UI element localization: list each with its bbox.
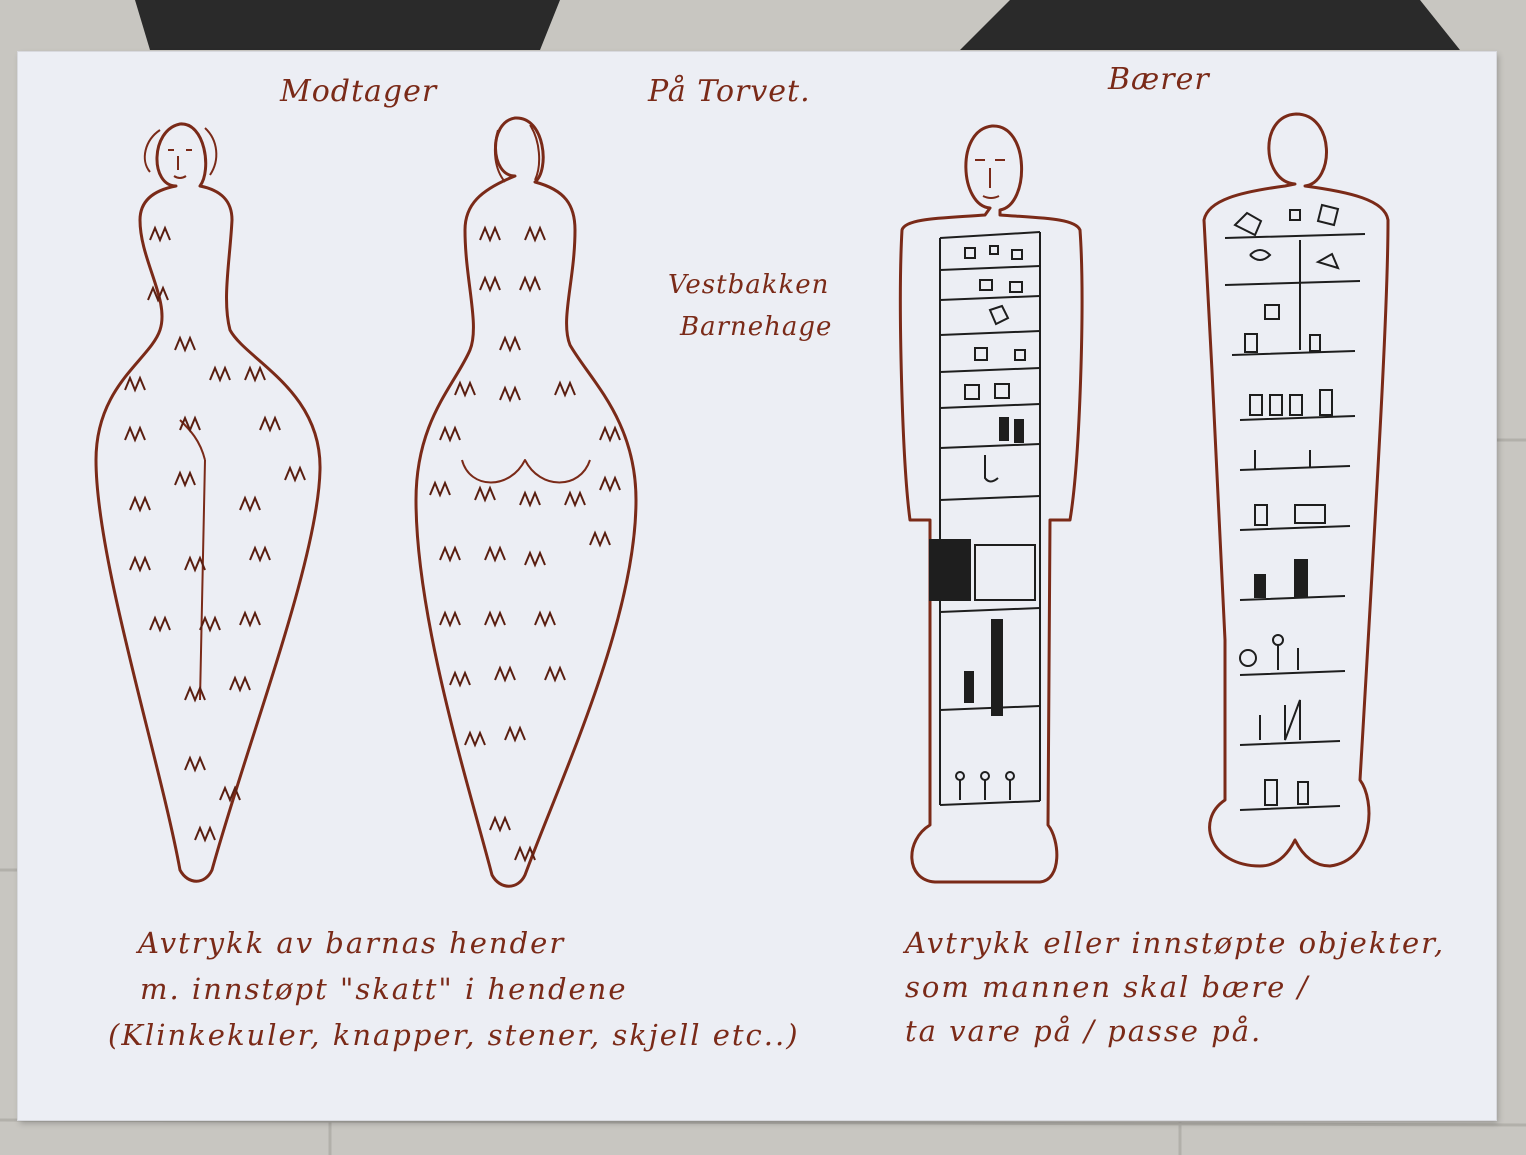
male-front-shelves [930,232,1040,805]
handprint-marks-back [430,228,620,860]
female-figure-back [416,118,636,886]
male-figure-front [900,126,1082,882]
female-figure-front [96,124,320,881]
male-figure-back [1204,114,1388,866]
male-back-shelves [1225,205,1365,810]
